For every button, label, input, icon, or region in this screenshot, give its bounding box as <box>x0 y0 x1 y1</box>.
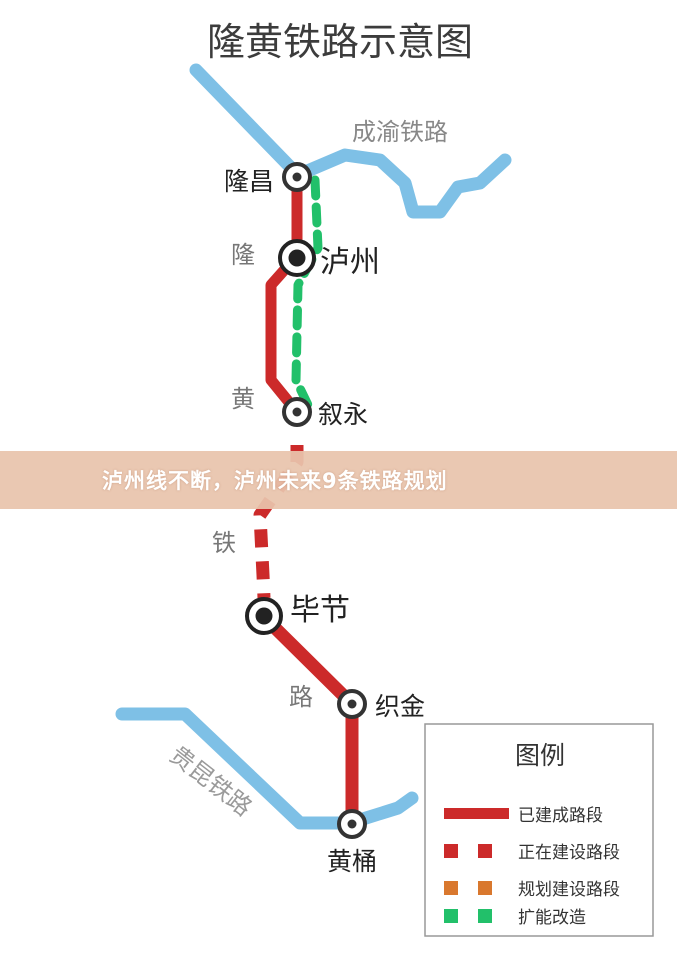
station-label-huangtong: 黄桶 <box>327 847 377 876</box>
chengyu-railway-line <box>189 63 512 219</box>
line-char-1: 隆 <box>231 241 255 269</box>
line-char-4: 路 <box>289 683 313 711</box>
station-label-longchang: 隆昌 <box>224 167 274 196</box>
legend-swatch-upgrade-1 <box>444 909 458 923</box>
line-char-3: 铁 <box>212 529 236 557</box>
legend: 图例 已建成路段 正在建设路段 规划建设路段 扩能改造 <box>424 723 654 937</box>
station-label-luzhou: 泸州 <box>320 245 380 280</box>
built-line-bijie-zhijin-huangtong <box>259 612 359 823</box>
built-line-luzhou-xuyong <box>265 254 302 416</box>
legend-swatch-construction-1 <box>444 844 458 858</box>
station-label-bijie: 毕节 <box>290 593 350 628</box>
guikun-railway-line <box>115 707 419 830</box>
legend-swatch-upgrade-2 <box>478 909 492 923</box>
legend-swatch-construction-2 <box>478 844 492 858</box>
caption-banner: 泸州线不断，泸州未来9条铁路规划 <box>0 451 677 509</box>
station-zhijin: 织金 <box>337 689 425 721</box>
caption-banner-text: 泸州线不断，泸州未来9条铁路规划 <box>102 469 448 493</box>
station-longchang: 隆昌 <box>224 162 312 196</box>
legend-swatch-built <box>444 808 509 819</box>
station-label-zhijin: 织金 <box>375 692 425 721</box>
chengyu-railway-label: 成渝铁路 <box>352 118 448 146</box>
legend-label-planned: 规划建设路段 <box>518 880 620 900</box>
legend-swatch-planned-1 <box>444 881 458 895</box>
station-bijie: 毕节 <box>245 593 350 635</box>
legend-label-built: 已建成路段 <box>518 806 603 826</box>
station-huangtong: 黄桶 <box>327 809 377 876</box>
line-char-2: 黄 <box>231 385 255 413</box>
diagram-title: 隆黄铁路示意图 <box>207 20 473 64</box>
station-xuyong: 叙永 <box>282 397 368 429</box>
legend-label-construction: 正在建设路段 <box>518 843 620 863</box>
legend-swatch-planned-2 <box>478 881 492 895</box>
upgrade-line-segment <box>291 175 323 410</box>
legend-title: 图例 <box>515 741 565 770</box>
guikun-railway-label: 贵昆铁路 <box>164 741 257 822</box>
station-label-xuyong: 叙永 <box>318 400 368 429</box>
legend-label-upgrade: 扩能改造 <box>518 908 586 928</box>
station-luzhou: 泸州 <box>278 239 380 280</box>
legend-box <box>424 723 654 937</box>
